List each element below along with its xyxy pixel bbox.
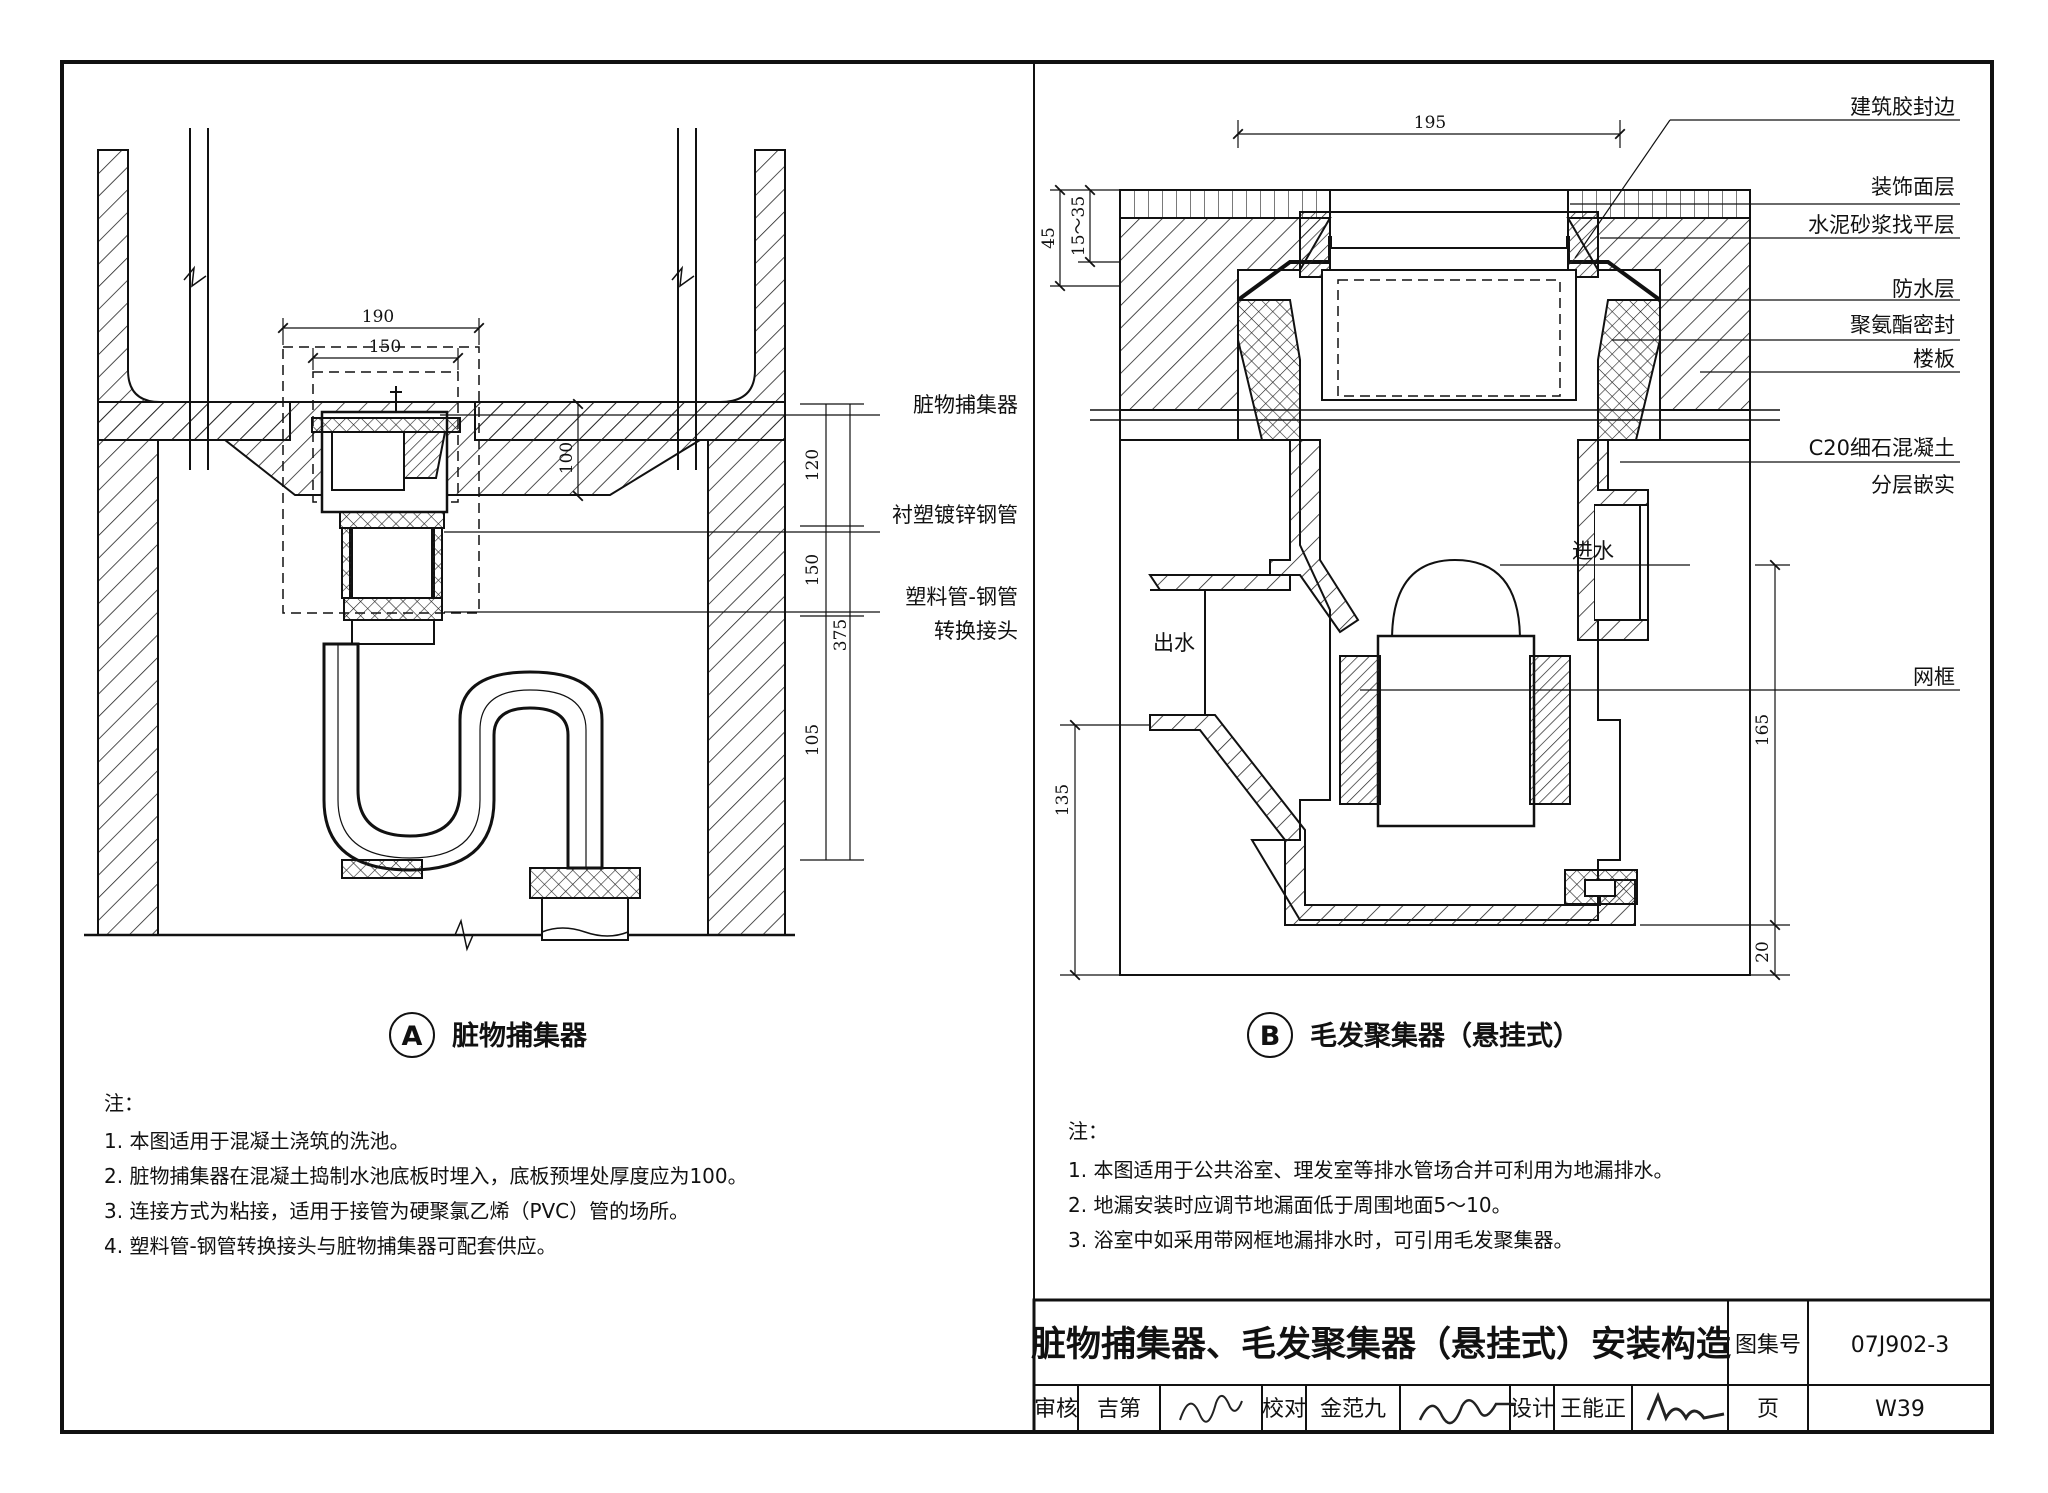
dim-150-side: 150 [803, 554, 823, 586]
note-b-3: 3. 浴室中如采用带网框地漏排水时，可引用毛发聚集器。 [1068, 1228, 1573, 1252]
note-b-2: 2. 地漏安装时应调节地漏面低于周围地面5～10。 [1068, 1193, 1512, 1217]
dim-105: 105 [803, 724, 823, 756]
drawing-title: 脏物捕集器、毛发聚集器（悬挂式）安装构造 [1031, 1325, 1731, 1365]
note-a-4: 4. 塑料管-钢管转换接头与脏物捕集器可配套供应。 [104, 1234, 557, 1258]
label-concrete-2: 分层嵌实 [1871, 473, 1955, 497]
design-label: 设计 [1510, 1397, 1554, 1422]
dim-135: 135 [1053, 784, 1073, 816]
label-finish: 装饰面层 [1871, 175, 1955, 199]
outlet-fitting [529, 867, 641, 899]
designer-name: 王能正 [1560, 1397, 1626, 1422]
sheet-frame [60, 60, 1994, 1434]
dim-195: 195 [1414, 113, 1446, 133]
dim-100: 100 [557, 442, 577, 474]
dim-150-top: 150 [369, 337, 401, 357]
support-wall-left [97, 439, 159, 936]
mesh-frame [1376, 634, 1536, 828]
label-inlet: 进水 [1572, 539, 1614, 563]
label-waterproof: 防水层 [1892, 277, 1955, 301]
page-number: W39 [1875, 1397, 1925, 1422]
dim-15-35: 15～35 [1069, 196, 1089, 256]
dim-375: 375 [831, 619, 851, 651]
basin-wall-right [474, 149, 786, 441]
finish-layer-left [1119, 189, 1331, 219]
basin-wall-left [97, 149, 291, 441]
designer-signature [1646, 1391, 1725, 1422]
notes-b-heading: 注： [1068, 1119, 1108, 1143]
lined-steel-pipe [339, 511, 445, 529]
label-screed: 水泥砂浆找平层 [1808, 213, 1955, 237]
caption-b: 毛发聚集器（悬挂式） [1310, 1020, 1580, 1052]
caption-a-letter: A [402, 1021, 423, 1052]
reviewer-signature [1179, 1395, 1243, 1423]
label-slab: 楼板 [1913, 347, 1955, 371]
s-trap [322, 642, 604, 872]
label-adapter-line1: 塑料管-钢管 [905, 585, 1018, 609]
label-mesh: 网框 [1913, 665, 1955, 689]
caption-b-letter: B [1260, 1021, 1281, 1052]
label-adapter-line2: 转换接头 [934, 619, 1018, 643]
detail-a-drawing [84, 128, 880, 952]
dim-165: 165 [1753, 714, 1773, 746]
drain-grate [1329, 189, 1569, 213]
atlas-number: 07J902-3 [1851, 1333, 1949, 1358]
title-block [1032, 1298, 1994, 1434]
dim-20: 20 [1753, 941, 1773, 963]
caption-a: 脏物捕集器 [452, 1020, 588, 1052]
dim-120: 120 [803, 449, 823, 481]
mesh-dome [1390, 558, 1522, 641]
note-a-3: 3. 连接方式为粘接，适用于接管为硬聚氯乙烯（PVC）管的场所。 [104, 1199, 689, 1223]
caption-b-circle [1247, 1012, 1293, 1058]
review-label: 审核 [1034, 1397, 1078, 1422]
inlet-pipe [1595, 504, 1641, 621]
label-outlet: 出水 [1153, 631, 1195, 655]
outlet-pipe [1150, 589, 1206, 716]
checker-name: 金范九 [1320, 1397, 1386, 1422]
atlas-label: 图集号 [1735, 1333, 1801, 1358]
reviewer-name: 吉第 [1097, 1397, 1141, 1422]
note-a-2: 2. 脏物捕集器在混凝土捣制水池底板时埋入，底板预埋处厚度应为100。 [104, 1164, 748, 1188]
note-a-1: 1. 本图适用于混凝土浇筑的洗池。 [104, 1129, 409, 1153]
detail-b-drawing [1050, 119, 1960, 981]
label-sealant: 建筑胶封边 [1850, 95, 1955, 119]
dim-190: 190 [362, 307, 394, 327]
page-label: 页 [1757, 1397, 1779, 1422]
c20-concrete-left [1237, 299, 1301, 441]
label-collector: 脏物捕集器 [913, 393, 1018, 417]
checker-signature [1418, 1399, 1516, 1425]
check-label: 校对 [1262, 1397, 1306, 1422]
c20-concrete-right [1597, 299, 1661, 441]
notes-a-heading: 注： [104, 1091, 144, 1115]
support-wall-right [707, 439, 786, 936]
label-lined-pipe: 衬塑镀锌钢管 [892, 503, 1018, 527]
dim-45: 45 [1039, 227, 1059, 249]
caption-a-circle [389, 1012, 435, 1058]
note-b-1: 1. 本图适用于公共浴室、理发室等排水管场合并可利用为地漏排水。 [1068, 1158, 1673, 1182]
pipe-adapter [343, 597, 443, 621]
label-pu-seal: 聚氨酯密封 [1850, 313, 1955, 337]
label-concrete-1: C20细石混凝土 [1809, 436, 1955, 460]
